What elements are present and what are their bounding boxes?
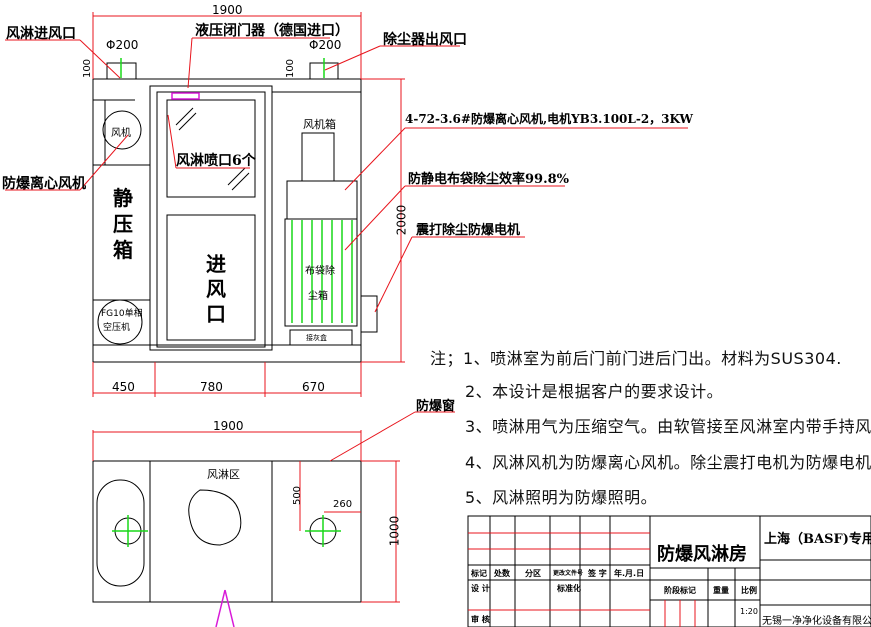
- static-box-3: 箱: [113, 238, 133, 262]
- label-nozzles: 风淋喷口6个: [176, 153, 256, 169]
- title-block-grid: [467, 515, 871, 627]
- dim-seg3: 670: [302, 380, 325, 394]
- dim-phi-right: Φ200: [309, 38, 342, 52]
- person-figure: [188, 489, 242, 546]
- fan-box-text: 风机箱: [303, 118, 336, 131]
- inlet-big-3: 口: [206, 302, 226, 326]
- label-inlet: 风淋进风口: [6, 26, 76, 42]
- dim-plan-depth: 1000: [387, 515, 402, 547]
- note-5: 5、风淋照明为防爆照明。: [465, 488, 658, 507]
- dim-h-right: 100: [285, 58, 297, 79]
- hdr-3: 更改文件号: [553, 570, 584, 577]
- compressor-1: FG10单相: [101, 309, 143, 319]
- dim-h-left: 100: [82, 58, 94, 79]
- dim-plan-width: 1900: [213, 419, 244, 433]
- shower-zone: 风淋区: [207, 468, 240, 481]
- scale: 1:20: [740, 607, 758, 616]
- note-3: 3、喷淋用气为压缩空气。由软管接至风淋室内带手持风枪。: [465, 417, 871, 436]
- design: 设 计: [471, 584, 490, 593]
- review: 审 核: [471, 615, 490, 624]
- fan-oval: [96, 479, 145, 587]
- fan-circle: [102, 110, 142, 150]
- label-bag-filter: 防静电布袋除尘效率99.8%: [408, 172, 570, 187]
- dim-offset-y: 500: [292, 485, 304, 506]
- label-dust-outlet: 除尘器出风口: [383, 32, 467, 48]
- hdr-0: 标记: [471, 569, 487, 578]
- bag-box-2: 尘箱: [308, 291, 328, 302]
- standard: 标准化: [557, 584, 581, 593]
- dim-seg2: 780: [200, 380, 223, 394]
- dim-seg1: 450: [112, 380, 135, 394]
- label-fan-left: 防爆离心风机: [2, 176, 86, 192]
- hdr-5: 年.月.日: [614, 569, 645, 578]
- static-box-2: 压: [113, 212, 133, 236]
- compressor-circle: [97, 299, 143, 345]
- ash-tray: 接灰盒: [306, 334, 327, 342]
- inlet-big-1: 进: [206, 252, 226, 276]
- dim-width-top: 1900: [212, 3, 243, 17]
- plan-outline: [92, 460, 362, 603]
- dim-offset-x: 260: [333, 499, 353, 510]
- dim-height: 2000: [394, 204, 409, 236]
- static-box-1: 静: [113, 186, 133, 210]
- fan-text: 风机: [111, 128, 131, 139]
- title: 防爆风淋房: [657, 544, 747, 565]
- stage: 阶段标记: [664, 586, 696, 595]
- bag-box: [284, 218, 358, 327]
- motor: [301, 132, 335, 182]
- shaker-box: [360, 295, 378, 333]
- hdr-4: 签 字: [588, 569, 607, 578]
- label-shaker-motor: 震打除尘防爆电机: [416, 223, 521, 238]
- hdr-1: 处数: [494, 569, 510, 578]
- inlet-big-2: 风: [206, 277, 226, 301]
- note-1: 注；1、喷淋室为前后门前门进后门出。材料为SUS304.: [430, 349, 842, 368]
- bag-box-1: 布袋除: [305, 266, 335, 277]
- hdr-2: 分区: [525, 569, 541, 578]
- compressor-2: 空压机: [103, 323, 131, 333]
- dim-phi-left: Φ200: [106, 38, 139, 52]
- scale-label: 比例: [741, 586, 757, 595]
- label-door-closer: 液压闭门器（德国进口）: [195, 23, 349, 39]
- weight: 重量: [713, 586, 729, 595]
- company: 无锡一净净化设备有限公司: [762, 616, 871, 627]
- note-4: 4、风淋风机为防爆离心风机。除尘震打电机为防爆电机。: [465, 453, 871, 472]
- label-window: 防爆窗: [416, 399, 456, 414]
- note-2: 2、本设计是根据客户的要求设计。: [465, 382, 724, 401]
- label-fan-spec: 4-72-3.6#防爆离心风机,电机YB3.100L-2，3KW: [405, 112, 694, 126]
- client: 上海（BASF)专用: [764, 532, 871, 547]
